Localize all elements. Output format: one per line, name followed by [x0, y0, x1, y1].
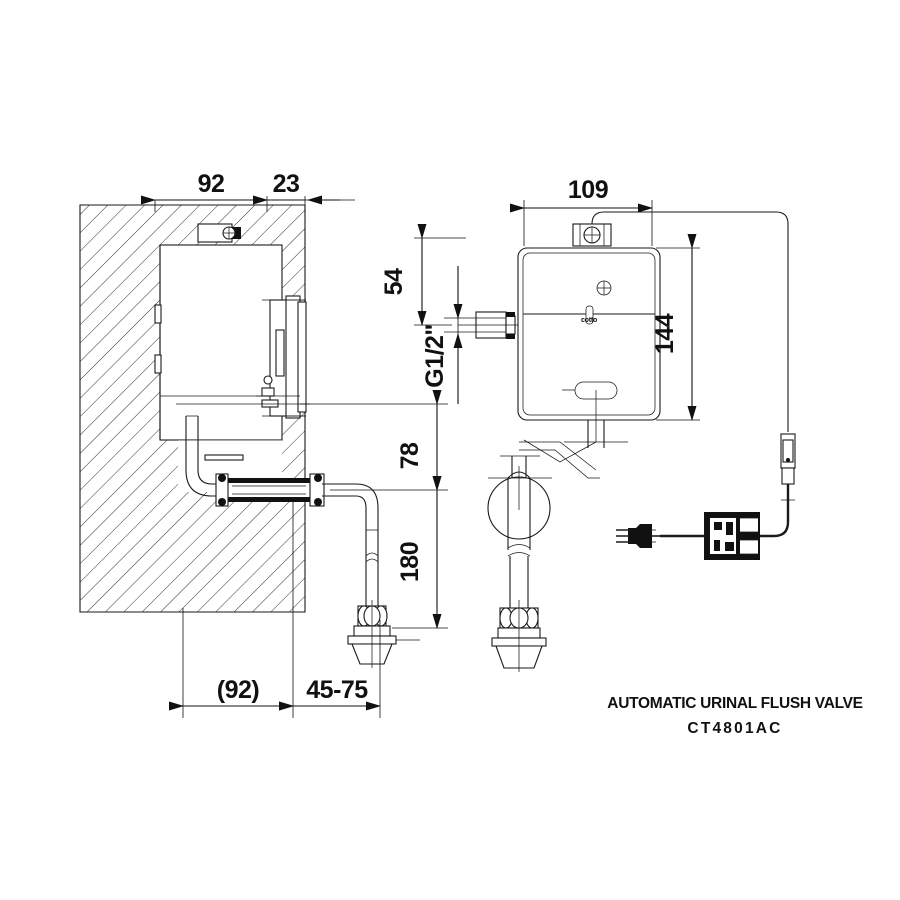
inline-cable-connector	[780, 433, 796, 501]
dim-valve-to-outlet: 78	[300, 390, 448, 491]
title-block: AUTOMATIC URINAL FLUSH VALVE CT4801AC	[607, 695, 863, 737]
dim-label-92-ref: (92)	[217, 676, 260, 704]
dim-label-23: 23	[273, 170, 300, 198]
unit-detail-view: cotto	[444, 211, 796, 560]
dim-projection: 23	[267, 170, 355, 215]
threaded-coupling	[215, 473, 325, 507]
front-elevation-view	[487, 441, 600, 672]
dim-wall-depth: 92	[141, 170, 268, 212]
supply-pipe-run	[185, 415, 322, 497]
unit-outlet-stub	[523, 420, 628, 463]
g-half-inch-inlet	[444, 311, 518, 339]
brand-logo: cotto	[581, 317, 597, 324]
dim-inlet-height: 54	[380, 224, 466, 326]
valve-body-side	[256, 295, 307, 419]
top-wall-fitting	[197, 223, 241, 243]
model-number: CT4801AC	[687, 720, 782, 737]
outlet-spud	[347, 600, 420, 668]
concealed-valve-box	[154, 244, 283, 441]
flush-valve-housing: cotto	[517, 247, 661, 442]
mounting-strap	[519, 449, 600, 479]
dim-unit-height: 144	[651, 234, 700, 421]
dim-label-92: 92	[198, 170, 225, 198]
dim-label-45-75: 45-75	[306, 676, 368, 704]
dim-label-54: 54	[380, 268, 408, 295]
dim-unit-width: 109	[510, 176, 653, 246]
outlet-pipe-run	[322, 483, 379, 608]
power-transformer	[704, 512, 760, 560]
drawing-title: AUTOMATIC URINAL FLUSH VALVE	[607, 695, 862, 712]
dim-outlet-drop: 180	[392, 476, 448, 629]
dim-label-78: 78	[396, 442, 424, 469]
dim-label-109: 109	[568, 176, 608, 204]
3-prong-plug	[616, 524, 656, 548]
dim-inlet-thread: G1/2"	[421, 266, 463, 404]
cable-gland	[572, 223, 612, 247]
outlet-spud-front	[491, 600, 547, 672]
side-section-view	[79, 204, 420, 668]
power-cable-upper	[591, 211, 789, 432]
dim-spud-range: 45-75	[279, 620, 381, 718]
dim-wall-depth-ref: (92)	[169, 500, 294, 718]
dim-label-180: 180	[396, 542, 424, 582]
dim-label-g-half: G1/2"	[421, 324, 449, 388]
dim-label-144: 144	[651, 313, 679, 354]
